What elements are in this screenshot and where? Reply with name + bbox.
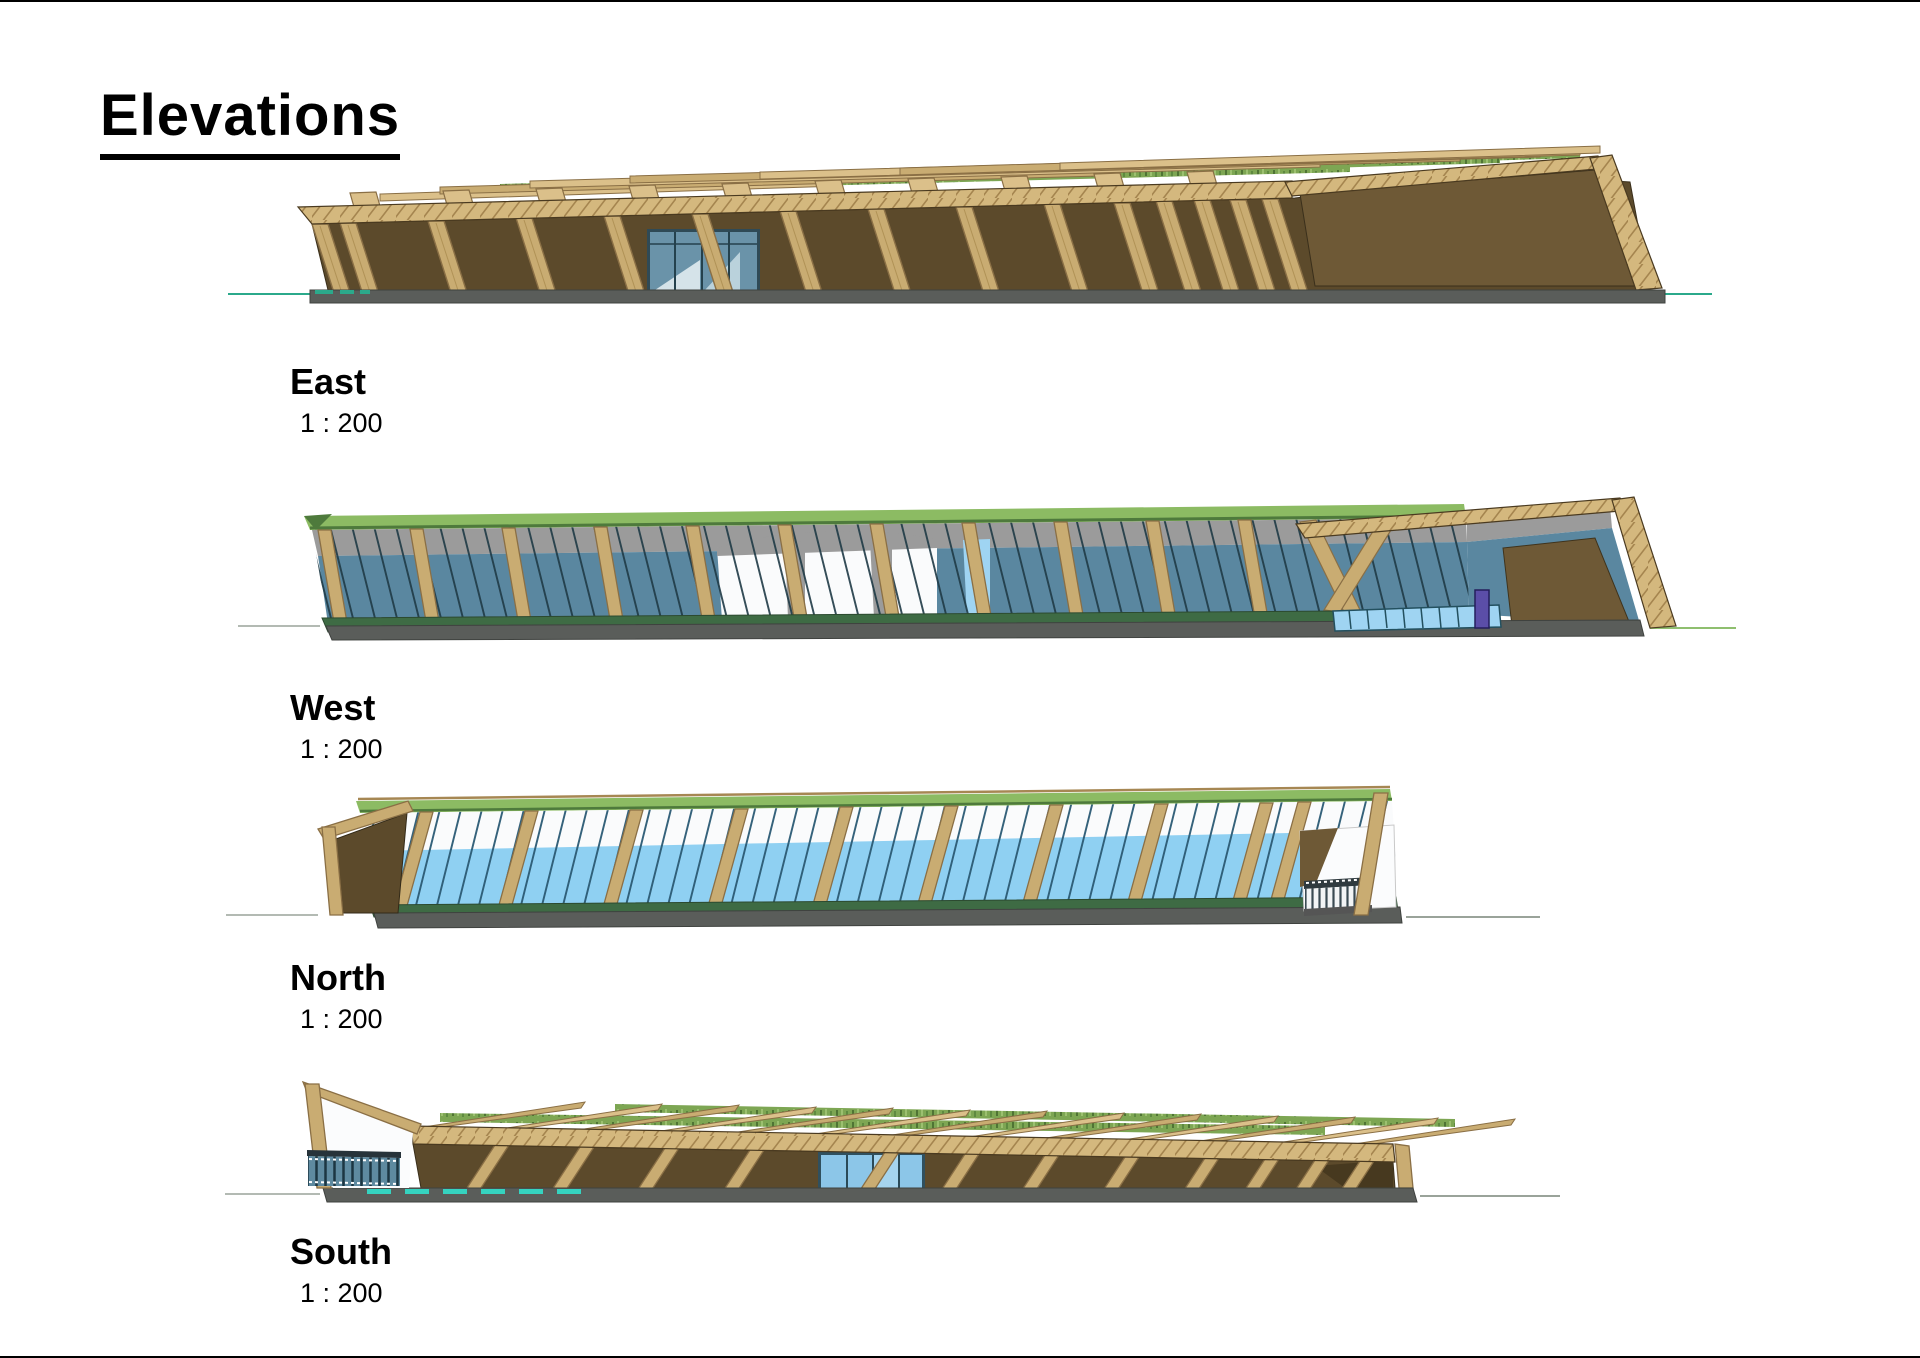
south-roof-garden [418, 1101, 1517, 1149]
north-caption: North 1 : 200 [290, 958, 386, 1035]
north-elevation-svg [226, 785, 1540, 929]
east-elevation-svg [228, 145, 1712, 304]
north-left-end [317, 800, 414, 916]
east-caption: East 1 : 200 [290, 362, 383, 439]
south-hidden-line-dashes [367, 1189, 581, 1194]
sheet-bottom-border [0, 1356, 1920, 1358]
south-elevation-drawing [195, 1048, 1575, 1228]
elevation-label: South [290, 1231, 392, 1272]
elevation-label: East [290, 361, 367, 402]
east-entrance-door [647, 229, 760, 290]
north-right-end [1299, 792, 1397, 916]
elevation-scale: 1 : 200 [300, 1277, 383, 1308]
east-plinth [309, 289, 1666, 304]
west-green-roof-band [304, 504, 1467, 530]
east-roof-fascia [296, 180, 1293, 225]
east-end-gable [1284, 154, 1663, 291]
west-elevation-drawing [220, 478, 1740, 653]
north-plinth [373, 906, 1403, 929]
elevation-scale: 1 : 200 [300, 733, 383, 764]
west-elevation-svg [238, 496, 1736, 641]
elevation-label: West [290, 687, 376, 728]
south-caption: South 1 : 200 [290, 1232, 392, 1309]
elevation-scale: 1 : 200 [300, 407, 383, 438]
south-elevation-svg [225, 1080, 1560, 1203]
west-lower-glazing [1332, 604, 1502, 632]
west-end-gable [1294, 496, 1677, 629]
south-porch [301, 1080, 422, 1189]
west-caption: West 1 : 200 [290, 688, 383, 765]
south-plinth [322, 1187, 1418, 1203]
south-end-post [1394, 1143, 1414, 1189]
elevation-label: North [290, 957, 386, 998]
east-ground-dashes [315, 290, 370, 294]
west-plinth [325, 619, 1645, 641]
west-purple-door [1474, 589, 1490, 629]
north-green-roof-band [356, 789, 1393, 813]
east-elevation-drawing [200, 132, 1740, 317]
north-roof-edge [357, 785, 1391, 801]
north-elevation-drawing [210, 765, 1550, 940]
page-title: Elevations [100, 86, 401, 160]
elevation-scale: 1 : 200 [300, 1003, 383, 1034]
sheet-top-border [0, 0, 1920, 2]
